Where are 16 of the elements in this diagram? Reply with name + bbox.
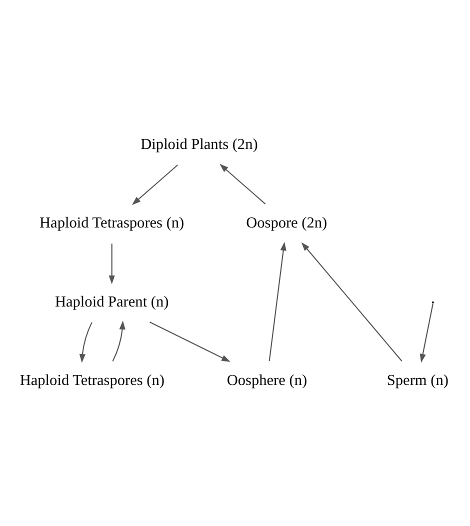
node-text: Haploid Tetraspores (n) (20, 372, 164, 390)
arrow (108, 244, 115, 284)
node-text: Sperm (n) (386, 372, 448, 390)
arrow (268, 242, 286, 362)
node-text: Haploid Parent (n) (54, 293, 169, 310)
arrow (132, 164, 178, 205)
node-text: Oosphere (n) (226, 372, 308, 390)
arrow (150, 322, 230, 362)
arrow (420, 303, 434, 363)
node-text: Oospore (2n) (246, 214, 328, 232)
arrow (79, 322, 92, 363)
node-text: Diploid Plants (2n) (140, 136, 258, 154)
arrow (301, 242, 402, 362)
arrow (220, 164, 266, 204)
node-text: Haploid Tetraspores (n) (40, 214, 184, 232)
arrow (112, 320, 126, 362)
